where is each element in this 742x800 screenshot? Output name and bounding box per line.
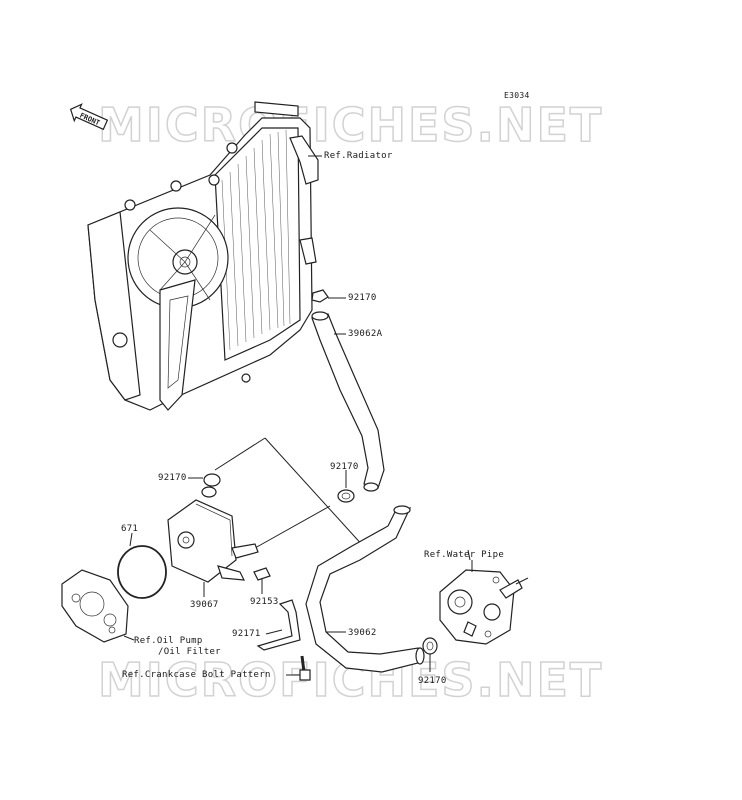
label-92170-left: 92170 <box>158 473 187 483</box>
label-39062: 39062 <box>348 628 377 638</box>
label-92170-bottom: 92170 <box>418 676 447 686</box>
label-39067: 39067 <box>190 600 219 610</box>
front-arrow-icon: FRONT <box>69 103 109 131</box>
label-39062A: 39062A <box>348 329 383 339</box>
oil-cooler-39067 <box>167 499 259 597</box>
clamp-92170-mid <box>337 470 355 503</box>
watermark-top: MICROFICHES.NET <box>97 98 604 152</box>
label-ref-water-pipe: Ref.Water Pipe <box>424 550 505 560</box>
label-92170-mid: 92170 <box>330 462 359 472</box>
clamp-92170-top <box>311 289 346 303</box>
label-92170-top: 92170 <box>348 293 377 303</box>
label-92153: 92153 <box>250 597 279 607</box>
clamp-92170-bottom <box>422 637 438 672</box>
front-direction-arrow: FRONT <box>65 99 110 135</box>
o-ring-671 <box>117 532 167 599</box>
label-92171: 92171 <box>232 629 261 639</box>
crankcase-bolt <box>286 655 311 681</box>
bracket-92171 <box>256 599 301 651</box>
diagram-code: E3034 <box>504 91 530 100</box>
hose-39062 <box>305 505 425 673</box>
label-671: 671 <box>121 524 139 534</box>
label-ref-oil-pump: Ref.Oil Pump <box>134 636 203 646</box>
bolt-92153 <box>253 567 271 594</box>
label-ref-radiator: Ref.Radiator <box>324 151 393 161</box>
water-pipe-assembly <box>439 560 529 645</box>
label-ref-crankcase-bolt: Ref.Crankcase Bolt Pattern <box>122 670 271 680</box>
radiator-assembly <box>87 101 319 411</box>
clamp-92170-left <box>188 473 221 498</box>
oil-pump-mount <box>61 569 135 643</box>
hose-39062A <box>311 311 385 492</box>
label-oil-filter: /Oil Filter <box>158 647 221 657</box>
